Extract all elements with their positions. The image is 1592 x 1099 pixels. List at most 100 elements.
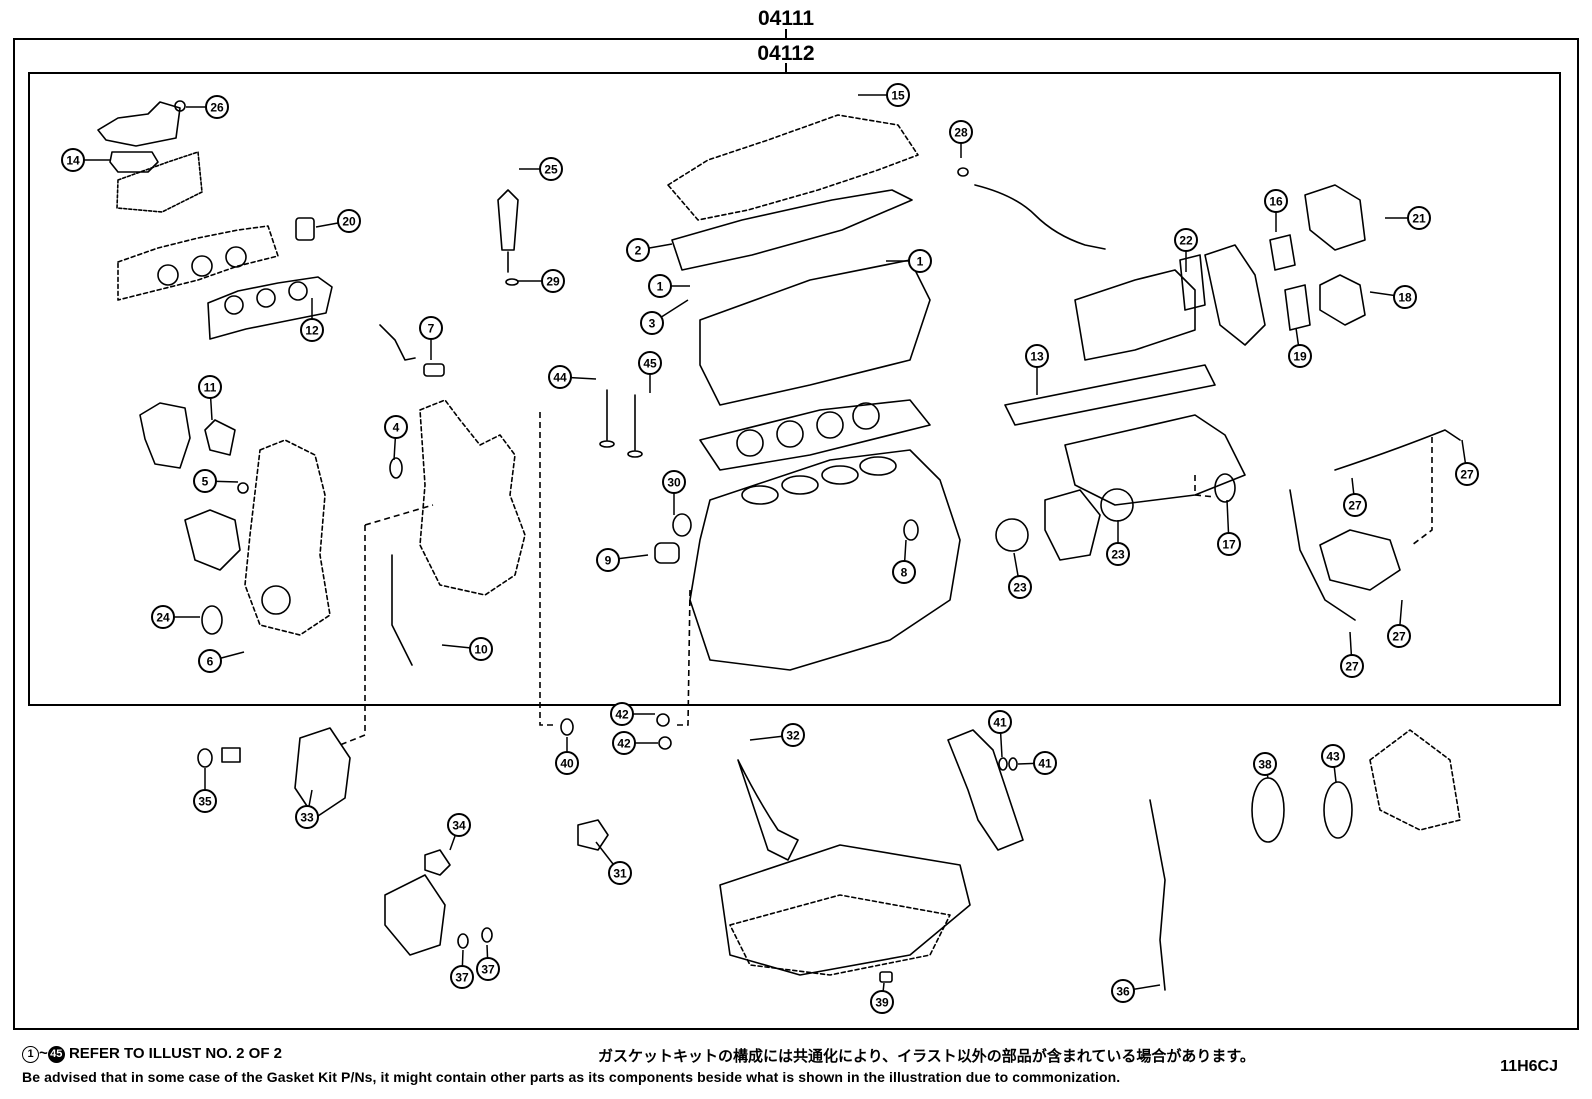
callout-number: 12 [305,324,319,338]
callout-circle [1033,751,1057,775]
callout-number: 13 [1030,350,1044,364]
callout-circle [608,861,632,885]
callout-circle [626,238,650,262]
callout-16: 16 [1264,189,1288,232]
callout-number: 32 [786,729,800,743]
callout-circle [1393,285,1417,309]
callout-circle [988,710,1012,734]
assembly-dashed-lines [339,412,1433,746]
callout-8: 8 [892,539,916,584]
callout-5: 5 [193,469,239,493]
callout-24: 24 [151,605,200,629]
callout-1: 1 [886,249,932,273]
callout-number: 16 [1269,195,1283,209]
callout-circle [1008,575,1032,599]
callout-36: 36 [1111,979,1161,1003]
callout-number: 17 [1222,538,1236,552]
callout-number: 40 [560,757,574,771]
callout-number: 14 [66,154,80,168]
callout-number: 6 [207,655,214,669]
callout-circle [384,415,408,439]
callout-38: 38 [1253,752,1277,779]
callout-number: 37 [455,971,469,985]
callout-number: 39 [875,996,889,1010]
callout-number: 31 [613,867,627,881]
callout-circle [640,311,664,335]
callout-34: 34 [447,813,471,851]
callout-circle [1025,344,1049,368]
callout-circle [198,649,222,673]
callout-number: 23 [1013,581,1027,595]
callout-30: 30 [662,470,686,515]
callout-circle [1217,532,1241,556]
callout-6: 6 [198,649,245,673]
callout-35: 35 [193,768,217,813]
callout-28: 28 [949,120,973,158]
callout-circle [1340,654,1364,678]
callout-circle [908,249,932,273]
callout-number: 1 [657,280,664,294]
callout-9: 9 [596,548,649,572]
callout-circle [1253,752,1277,776]
callout-43: 43 [1321,744,1345,783]
ref-text: REFER TO ILLUST NO. 2 OF 2 [68,1045,283,1062]
callout-number: 44 [553,371,567,385]
illustration-code: 11H6CJ [1500,1058,1558,1075]
callout-circle [662,470,686,494]
callout-41: 41 [1017,751,1057,775]
callout-circle [949,120,973,144]
callout-number: 24 [156,611,170,625]
callout-33: 33 [295,789,319,829]
callout-number: 42 [617,737,631,751]
callout-15: 15 [858,83,910,107]
callout-20: 20 [315,209,361,233]
callout-circle [648,274,672,298]
callout-circle [539,157,563,181]
callout-39: 39 [870,982,894,1014]
callout-circle [1264,189,1288,213]
callout-circle [870,990,894,1014]
callout-number: 34 [452,819,466,833]
part-drawings [97,100,1461,991]
callout-number: 11 [204,381,217,395]
ref-end-badge: 45 [47,1045,65,1063]
callout-12: 12 [300,298,324,342]
callout-circle [1387,624,1411,648]
callout-circle [61,148,85,172]
outer-kit-frame [13,38,1579,1030]
callout-circle [450,965,474,989]
callout-3: 3 [640,299,689,335]
callout-number: 45 [643,357,657,371]
callout-number: 21 [1412,212,1426,226]
callout-circle [612,731,636,755]
callout-7: 7 [419,316,443,360]
callout-circle [541,269,565,293]
callout-number: 25 [544,163,558,177]
callout-13: 13 [1025,344,1049,395]
callout-number: 3 [649,317,656,331]
callout-14: 14 [61,148,110,172]
callout-circle [476,957,500,981]
callout-circle [1111,979,1135,1003]
callout-27: 27 [1387,599,1411,648]
callout-23: 23 [1106,520,1130,566]
callout-number: 20 [342,215,356,229]
outer-kit-code: 04111 [758,7,814,30]
callout-circle [555,751,579,775]
callout-number: 42 [615,708,629,722]
callout-circle [781,723,805,747]
callout-42: 42 [612,731,658,755]
callout-number: 19 [1293,350,1307,364]
callout-circle [892,560,916,584]
callout-37: 37 [476,944,500,981]
callout-number: 28 [954,126,968,140]
callout-number: 37 [481,963,495,977]
callout-number: 35 [198,795,212,809]
callout-number: 10 [474,643,488,657]
callout-number: 2 [635,244,642,258]
callout-25: 25 [519,157,563,181]
callout-circle [1321,744,1345,768]
footer-english-note: Be advised that in some case of the Gask… [22,1069,1121,1085]
